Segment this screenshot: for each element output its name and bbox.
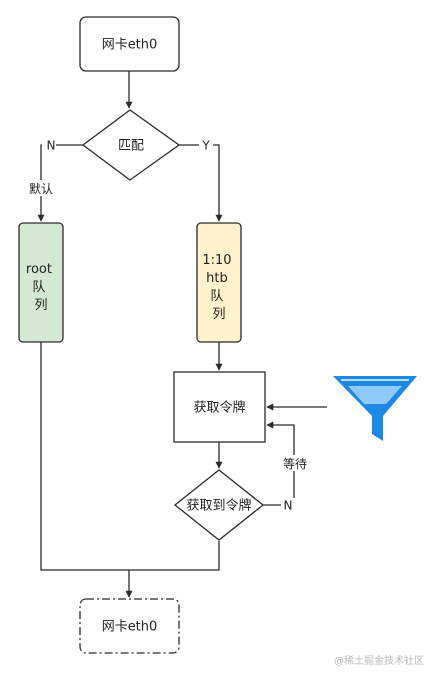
node-root-queue-line: 队 [32,280,45,295]
funnel-icon [333,376,417,441]
node-nic-output [79,598,180,654]
node-match-decision [81,109,181,181]
node-htb-queue [196,222,242,343]
edge-label-no: N [47,139,56,153]
node-nic-input [79,16,180,72]
node-got-token-decision [173,469,265,541]
edge-label-wait: 等待 [283,457,307,471]
edges [37,71,327,598]
edge-label-yes: Y [201,139,210,153]
node-htb-queue-line: htb [206,271,228,286]
node-root-queue-line: root [26,262,52,277]
node-get-token [173,371,266,443]
node-root-queue-line: 列 [34,298,47,313]
edge-root-down [40,342,129,571]
node-get-token-label: 获取令牌 [193,400,245,416]
node-htb-queue-line: 队 [210,289,223,304]
node-match-label: 匹配 [118,139,144,154]
node-htb-queue-line: 1:10 [202,253,231,268]
watermark-text: @稀土掘金技术社区 [334,654,424,667]
edge-match-to-htb [179,144,223,222]
node-nic-output-label: 网卡eth0 [102,620,158,635]
edge-label-no-2: N [284,499,293,513]
node-nic-input-label: 网卡eth0 [102,38,158,53]
node-got-token-label: 获取到令牌 [186,498,251,514]
edge-got-token-down [129,541,220,571]
edge-labels: N Y 默认 等待 N [25,138,311,513]
node-root-queue [18,222,64,343]
node-htb-queue-line: 列 [212,307,225,322]
node-root-queue-label: root 队 列 [26,262,56,313]
edge-label-default: 默认 [29,181,53,196]
node-htb-queue-label: 1:10 htb 队 列 [202,253,235,322]
